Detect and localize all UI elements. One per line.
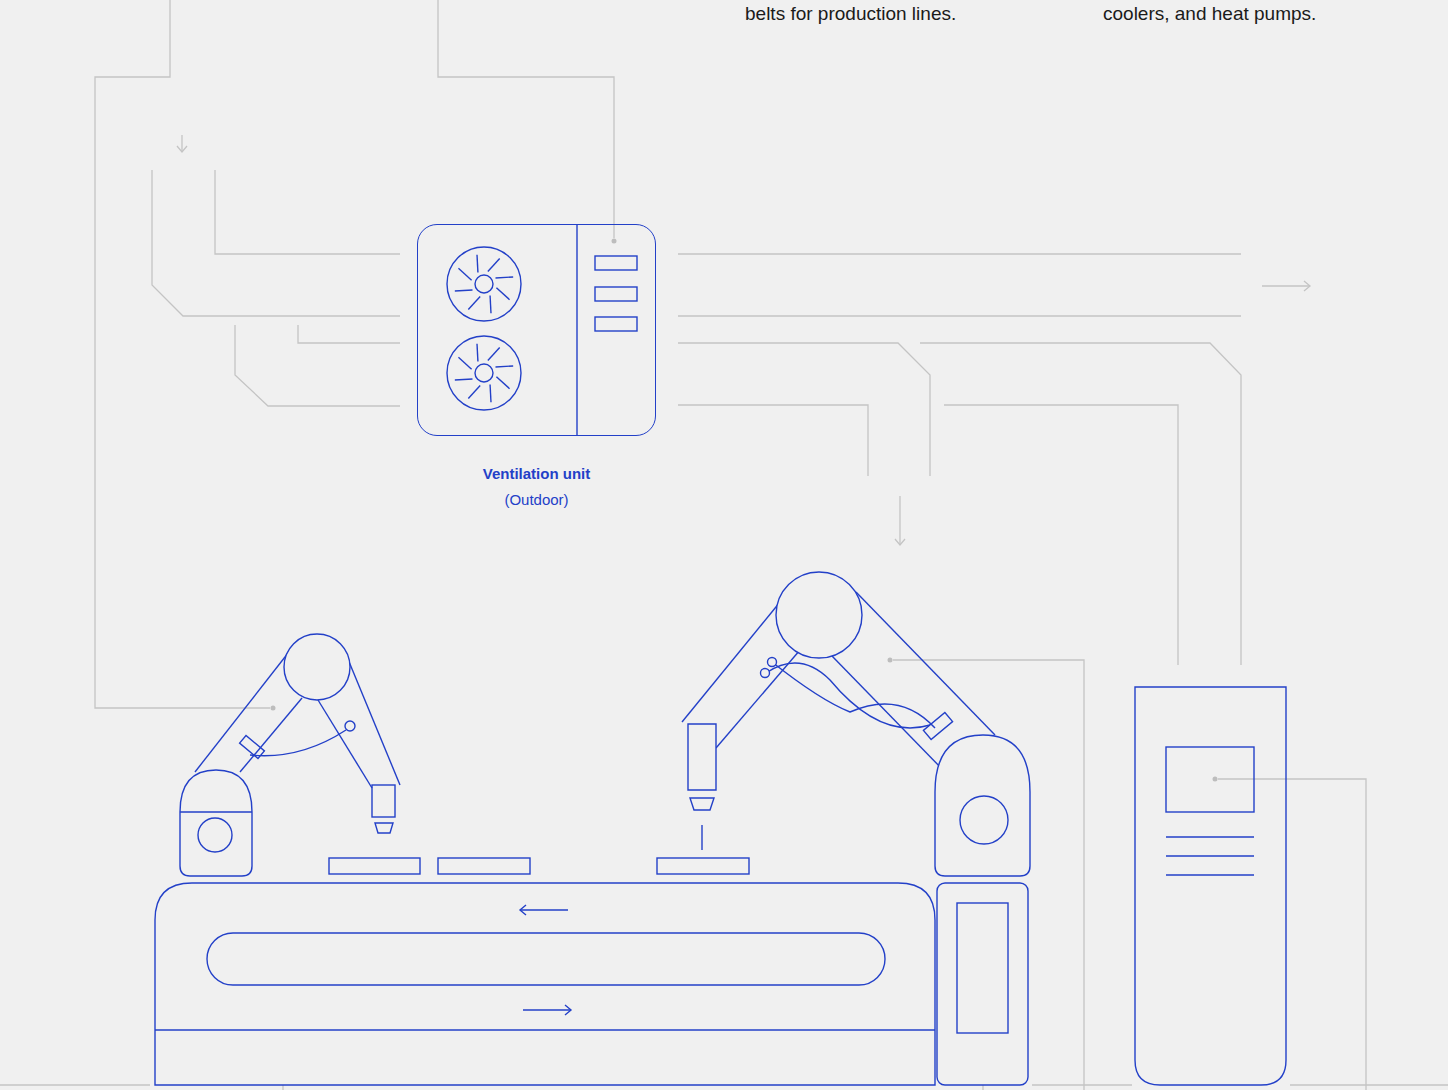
right-robot-arm: [682, 572, 1030, 876]
node-caption: Ventilation unit(Outdoor): [378, 461, 695, 513]
left-robot-arm: [180, 634, 400, 876]
ventilation-unit: Ventilation unit(Outdoor): [417, 224, 656, 436]
conveyor-line: [155, 858, 1028, 1085]
caption-text: belts for production lines.: [745, 2, 956, 26]
unit-name: Ventilation unit: [378, 461, 695, 487]
ventilation-unit-drawing: [447, 224, 637, 436]
control-cabinet: [1135, 687, 1286, 1085]
caption-text: coolers, and heat pumps.: [1103, 2, 1316, 26]
unit-note: (Outdoor): [378, 487, 695, 513]
